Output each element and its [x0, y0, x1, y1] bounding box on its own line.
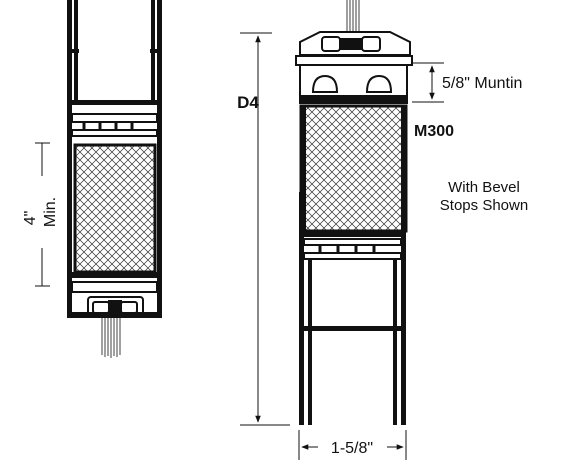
width-dimension — [298, 430, 407, 460]
label-width: 1-5/8" — [331, 440, 373, 457]
left-dimension — [35, 142, 50, 287]
left-cable — [101, 318, 121, 358]
mid-bar — [67, 100, 162, 105]
label-m300: M300 — [414, 123, 454, 140]
d4-dimension — [240, 32, 290, 426]
right-section — [295, 0, 413, 425]
left-outer-rail — [67, 0, 72, 318]
muntin-clip — [295, 31, 413, 66]
label-muntin: 5/8" Muntin — [442, 75, 522, 92]
left-section — [67, 0, 162, 358]
muntin-body — [299, 64, 408, 104]
right-right-rail — [401, 192, 406, 425]
left-glass-panel — [73, 143, 157, 274]
cross-bar — [299, 326, 406, 331]
label-four-inch: 4" — [22, 211, 39, 226]
label-bevel-line1: With Bevel — [448, 179, 520, 196]
right-outer-rail — [157, 0, 162, 318]
label-bevel-line2: Stops Shown — [440, 197, 528, 214]
label-min: Min. — [42, 197, 59, 227]
right-left-rail — [299, 192, 304, 425]
right-glass-panel — [299, 104, 408, 233]
muntin-dimension — [412, 62, 444, 103]
label-d4: D4 — [237, 93, 259, 112]
